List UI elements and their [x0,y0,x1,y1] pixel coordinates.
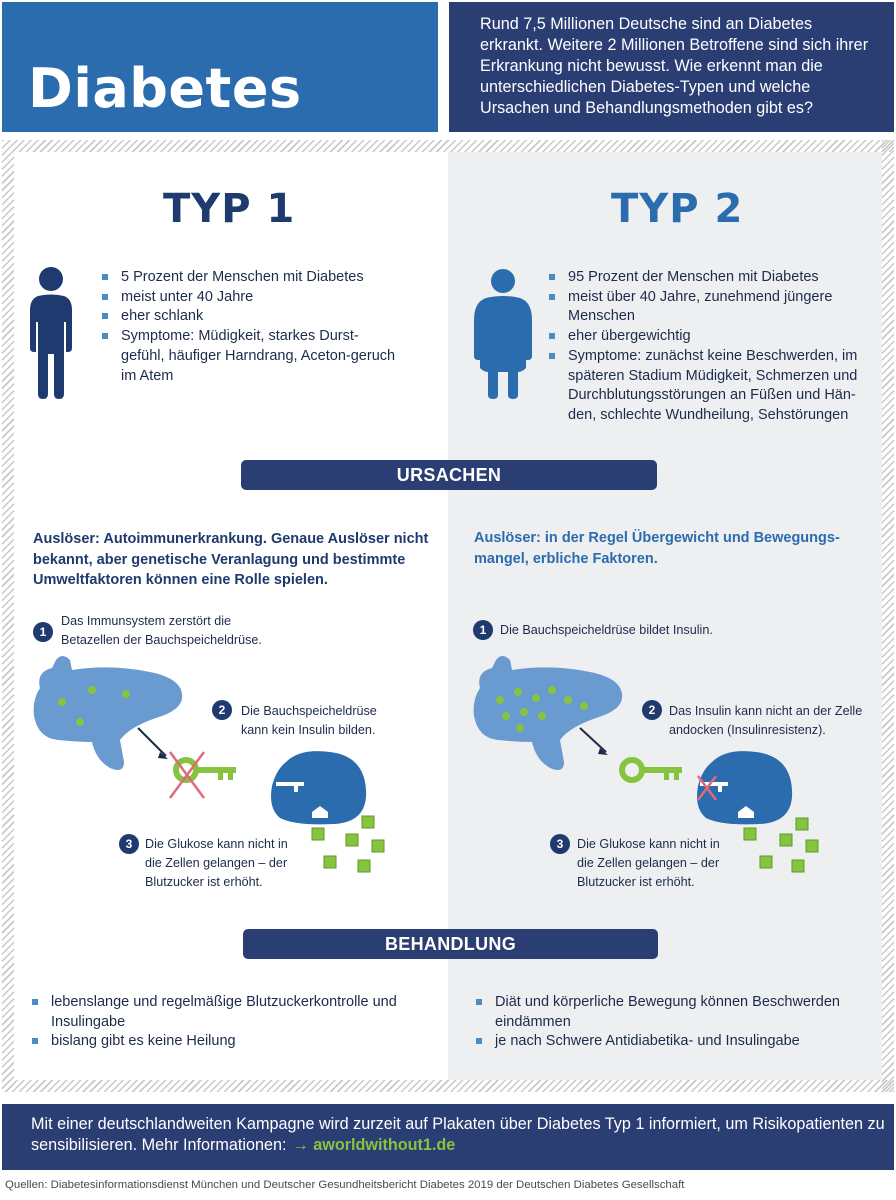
header-title-block: Diabetes [2,2,438,132]
type2-facts: 95 Prozent der Menschen mit Diabetes mei… [548,268,878,426]
type1-fact: meist unter 40 Jahre [101,288,401,308]
type2-cause: Auslöser: in der Regel Übergewicht und B… [474,530,840,567]
type1-fact: 5 Prozent der Menschen mit Diabetes [101,268,401,288]
slim-person-icon [30,267,72,399]
type2-treatment: Diät und körperliche Bewegung können Bes… [475,993,875,1052]
key-crossed-icon [168,751,236,799]
frame-hatch-bottom [2,1080,894,1092]
type1-step-1: Das Immunsystem zerstört die Betazellen … [61,614,262,647]
step-number-badge: 1 [33,622,53,642]
type2-fact: 95 Prozent der Menschen mit Diabetes [548,268,878,288]
cell-icon [271,751,367,825]
type1-fact: Symptome: Müdigkeit, starkes Durst-gefüh… [101,327,401,386]
type2-fact: Symptome: zunächst keine Beschwerden, im… [548,347,878,426]
overweight-person-icon [474,269,532,399]
arrow-right-icon: → [292,1136,309,1154]
type2-fact: eher übergewichtig [548,327,878,347]
glucose-cubes-icon [311,815,385,873]
type2-step-2: Das Insulin kann nicht an der Zelle ando… [669,704,863,737]
pancreas-icon [473,656,623,770]
section-header-treatment: BEHANDLUNG [243,929,658,959]
frame-hatch-top [2,140,894,152]
type1-step-2: Die Bauchspeicheldrüse kann kein Insulin… [241,704,377,737]
type2-step-1: Die Bauchspeicheldrüse bildet Insulin. [500,623,713,637]
page-title: Diabetes [28,57,302,120]
type2-title: TYP 2 [611,186,744,232]
type1-facts: 5 Prozent der Menschen mit Diabetes meis… [101,268,401,386]
type1-title: TYP 1 [163,186,296,232]
pancreas-icon [33,656,183,770]
header-intro: Rund 7,5 Millionen Deutsche sind an Diab… [449,2,894,132]
glucose-cubes-icon [743,817,819,873]
key-icon [619,757,682,783]
campaign-text: Mit einer deutschlandweiten Kampagne wir… [31,1115,885,1154]
step-number-badge: 1 [473,620,493,640]
campaign-footer: Mit einer deutschlandweiten Kampagne wir… [2,1104,894,1170]
frame-hatch-left [2,140,14,1092]
type1-fact: eher schlank [101,307,401,327]
campaign-link[interactable]: aworldwithout1.de [313,1136,456,1154]
sources-note: Quellen: Diabetesinformationsdienst Münc… [5,1179,685,1191]
type2-treatment-item: je nach Schwere Antidiabetika- und Insul… [475,1032,875,1052]
section-header-causes: URSACHEN [241,460,657,490]
type2-fact: meist über 40 Jahre, zunehmend jüngere M… [548,288,878,327]
type1-treatment: lebenslange und regelmäßige Blutzuckerko… [31,993,431,1052]
type2-step-3: Die Glukose kann nicht in die Zellen gel… [577,837,720,889]
type1-step-3: Die Glukose kann nicht in die Zellen gel… [145,837,288,889]
type1-panel [14,152,448,1080]
type1-treatment-item: lebenslange und regelmäßige Blutzuckerko… [31,993,431,1032]
cell-icon [697,751,793,825]
step-number-badge: 3 [119,834,139,854]
type1-cause: Auslöser: Autoimmunerkrankung. Genaue Au… [33,531,429,588]
step-number-badge: 2 [642,700,662,720]
type1-treatment-item: bislang gibt es keine Heilung [31,1032,431,1052]
step-number-badge: 3 [550,834,570,854]
step-number-badge: 2 [212,700,232,720]
frame-hatch-right [882,140,894,1092]
type2-treatment-item: Diät und körperliche Bewegung können Bes… [475,993,875,1032]
